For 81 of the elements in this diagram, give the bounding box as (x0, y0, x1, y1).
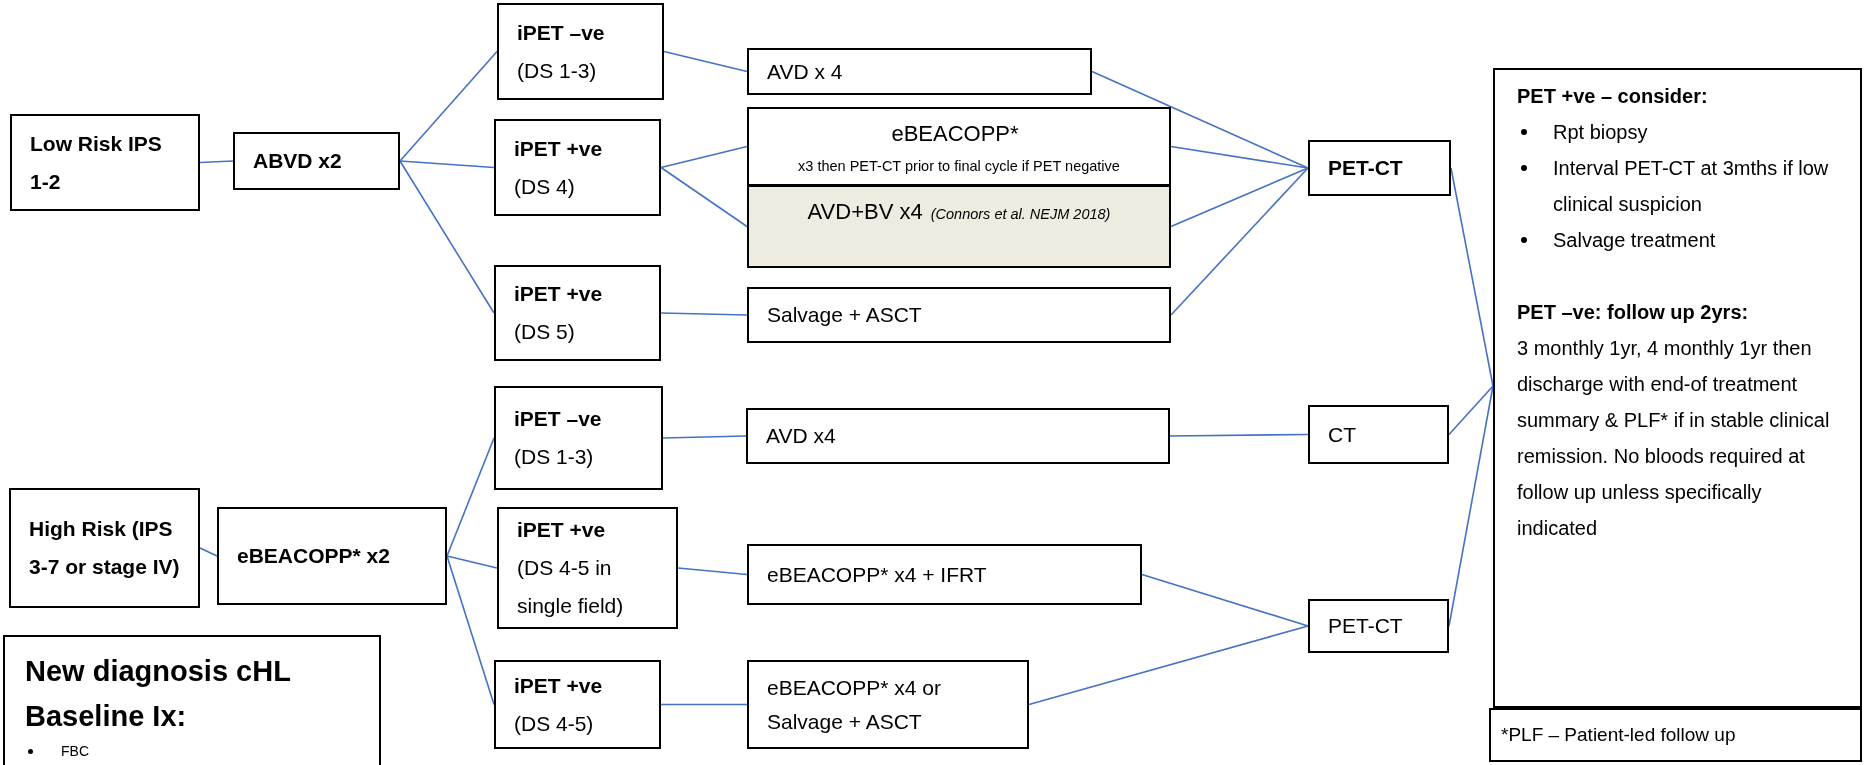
node-text: iPET +ve (517, 517, 606, 543)
node-text: iPET –ve (517, 19, 605, 46)
connector-line (677, 567, 748, 576)
process-box (1308, 405, 1449, 464)
regimen-text: AVD+BV x4 (807, 198, 923, 226)
connector-line (660, 166, 748, 228)
node-text: (DS 5) (514, 319, 575, 345)
node-text: iPET +ve (514, 672, 603, 699)
node-text: (DS 4-5) (514, 710, 594, 737)
panel-heading: New diagnosis cHL Baseline Ix: (25, 654, 292, 734)
process-box (497, 507, 678, 629)
connector-line (1169, 433, 1309, 437)
node-text: (DS 4-5 in single field) (517, 555, 625, 619)
bullet-item: Interval PET-CT at 3mths if low clinical suspicion (1517, 150, 1838, 222)
process-box (747, 287, 1171, 343)
node-text: PET-CT (1328, 155, 1403, 181)
node-text: eBEACOPP* x2 (237, 543, 390, 569)
process-box (747, 185, 1171, 268)
process-box (9, 488, 200, 608)
process-box (1493, 68, 1862, 708)
node-text: Salvage + ASCT (767, 302, 922, 328)
paragraph: 3 monthly 1yr, 4 monthly 1yr then discharge with end-of treatment summary & PLF* if in stable clinical remission. No bloods required at follow up unless specifically indicated (1517, 336, 1831, 541)
connector-line (199, 547, 218, 557)
node-text: (DS 1-3) (517, 57, 597, 84)
connector-line (446, 555, 498, 569)
process-box (497, 3, 664, 100)
section-heading: PET +ve – consider: (1517, 84, 1708, 109)
process-box (747, 48, 1092, 95)
process-box (217, 507, 447, 605)
process-box (494, 386, 663, 490)
process-box (1308, 599, 1449, 653)
connector-line (1091, 70, 1309, 169)
node-text: Low Risk IPS 1-2 (30, 130, 163, 195)
process-box (233, 132, 400, 190)
connector-line (663, 50, 748, 73)
connector-line (1170, 167, 1309, 228)
node-text: iPET +ve (514, 135, 603, 162)
node-text: PET-CT (1328, 613, 1403, 639)
node-text: (DS 4) (514, 173, 575, 200)
connector-line (662, 435, 747, 439)
process-box (1489, 708, 1862, 762)
connector-line (660, 312, 748, 316)
node-text: iPET +ve (514, 281, 603, 307)
node-text: High Risk (IPS 3-7 or stage IV) (29, 516, 180, 580)
regimen-note: x3 then PET-CT prior to final cycle if PET negative (798, 157, 1120, 176)
node-text: AVD x 4 (767, 58, 843, 85)
node-text: eBEACOPP* x4 or Salvage + ASCT (767, 674, 942, 735)
process-box (747, 660, 1029, 749)
connector-line (1170, 167, 1309, 316)
bullet-item: FBC (25, 739, 89, 763)
process-box (494, 660, 661, 749)
node-text: CT (1328, 421, 1356, 448)
reference-text: (Connors et al. NEJM 2018) (930, 205, 1111, 224)
bullet-item: Salvage treatment (1517, 222, 1716, 258)
process-box (3, 635, 381, 765)
connector-line (660, 703, 748, 706)
connector-line (1448, 385, 1494, 436)
connector-line (660, 145, 748, 169)
connector-line (399, 160, 495, 314)
process-box (494, 119, 661, 216)
process-box (494, 265, 661, 361)
connector-line (399, 160, 495, 169)
regimen-text: eBEACOPP* (891, 120, 1019, 148)
connector-line (1141, 573, 1309, 627)
process-box (746, 408, 1170, 464)
connector-line (199, 160, 234, 164)
connector-line (1028, 625, 1309, 706)
node-text: (DS 1-3) (514, 444, 594, 470)
process-box (747, 544, 1142, 605)
node-text: ABVD x2 (253, 148, 342, 174)
process-box (1308, 140, 1451, 196)
process-box (747, 107, 1171, 186)
process-box (10, 114, 200, 211)
section-heading: PET –ve: follow up 2yrs: (1517, 300, 1749, 325)
connector-line (1170, 145, 1309, 169)
node-text: AVD x4 (766, 423, 836, 449)
connector-line (399, 50, 498, 162)
footnote-text: *PLF – Patient-led follow up (1501, 723, 1736, 747)
node-text: iPET –ve (514, 406, 602, 432)
node-text: eBEACOPP* x4 + IFRT (767, 561, 987, 588)
bullet-item: Rpt biopsy (1517, 114, 1648, 150)
